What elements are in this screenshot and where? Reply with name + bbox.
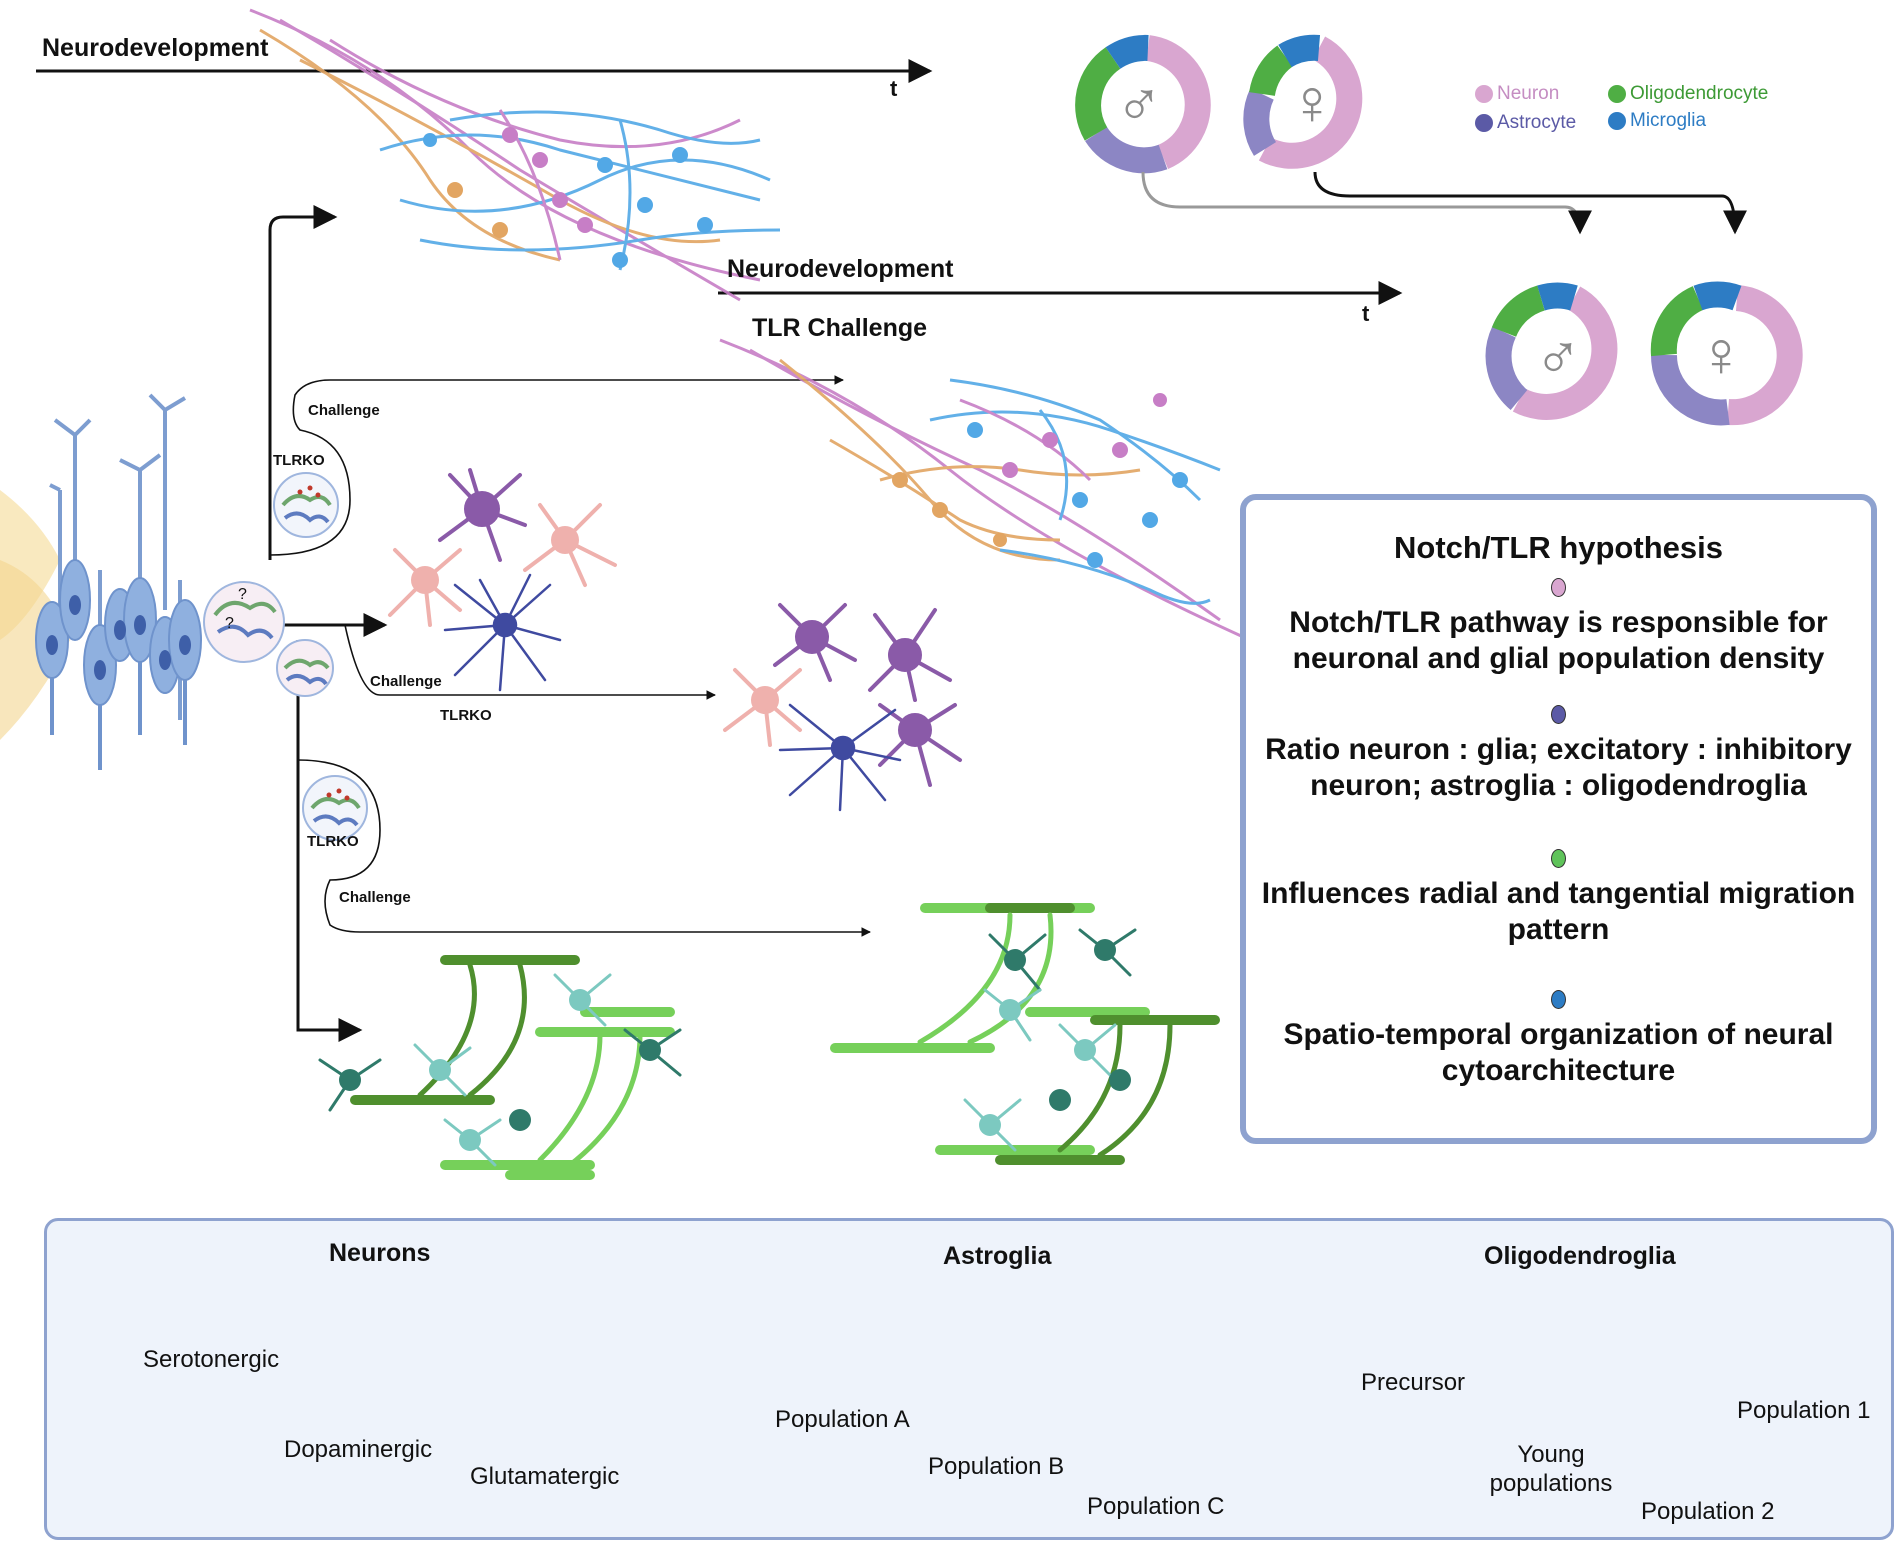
female-symbol-bottom: ♀ <box>1697 318 1745 390</box>
male-symbol-bottom: ♂ <box>1534 321 1582 393</box>
neuron-network-top <box>249 8 781 302</box>
hypothesis-item-2: Ratio neuron : glia; excitatory : inhibi… <box>1246 705 1871 804</box>
legend-neuron-label: Neuron <box>1497 83 1560 104</box>
neuron-somas-top <box>423 127 713 268</box>
female-symbol-top: ♀ <box>1288 66 1336 138</box>
branch-tlrko-3: TLRKO <box>307 833 359 850</box>
top-axis-title: Neurodevelopment <box>42 34 269 62</box>
legend-serotonergic-label: Serotonergic <box>143 1346 280 1373</box>
legend-astroglia-title: Astroglia <box>943 1242 1052 1270</box>
branch-arrows <box>268 205 388 1042</box>
middle-axis-title: Neurodevelopment <box>727 255 954 283</box>
middle-axis-t-label: t <box>1362 301 1370 326</box>
receptor-icon-main <box>203 581 285 663</box>
legend-population-b-label: Population B <box>928 1453 1065 1480</box>
male-symbol-top: ♂ <box>1115 68 1163 140</box>
hypothesis-item-4: Spatio-temporal organization of neural c… <box>1246 990 1871 1089</box>
cell-type-legend <box>44 1218 1894 1540</box>
hypothesis-item-1: Notch/TLR pathway is responsible for neu… <box>1246 578 1871 677</box>
tlr-challenge-label: TLR Challenge <box>752 314 928 342</box>
receptor-icon-top <box>273 472 339 538</box>
astrocytes-upper <box>388 468 617 692</box>
branch-challenge-3: Challenge <box>339 889 411 906</box>
hypothesis-dot-3 <box>1551 849 1566 868</box>
hypothesis-title: Notch/TLR hypothesis <box>1394 530 1723 565</box>
question-mark-2: ? <box>225 615 234 632</box>
legend-microglia-label: Microglia <box>1630 110 1707 131</box>
donut-male-bottom <box>1485 282 1618 420</box>
legend-astrocyte-label: Astrocyte <box>1497 112 1577 133</box>
legend-neurons-title: Neurons <box>329 1239 431 1267</box>
hypothesis-dot-1 <box>1551 578 1566 597</box>
branch-tlrko-2: TLRKO <box>440 707 492 724</box>
challenge-arrows <box>269 375 871 937</box>
branch-tlrko-1: TLRKO <box>273 452 325 469</box>
radial-glia-cluster <box>0 393 202 770</box>
hypothesis-dot-2 <box>1551 705 1566 724</box>
legend-young-populations-label: Young populations <box>1489 1441 1613 1497</box>
branch-challenge-1: Challenge <box>308 402 380 419</box>
donut-female-bottom <box>1650 281 1803 426</box>
question-mark-1: ? <box>238 586 247 603</box>
donut-female-top <box>1243 34 1363 169</box>
legend-glutamatergic-label: Glutamatergic <box>470 1463 620 1490</box>
hypothesis-item-3: Influences radial and tangential migrati… <box>1246 849 1871 948</box>
astrocytes-middle <box>723 603 962 812</box>
oligodendroglia-cluster-left <box>318 955 682 1180</box>
legend-population-2-label: Population 2 <box>1641 1498 1775 1525</box>
hypothesis-box: Notch/TLR hypothesis Notch/TLR pathway i… <box>1240 494 1877 1144</box>
donut-male-top <box>1075 34 1211 174</box>
hypothesis-text-2: Ratio neuron : glia; excitatory : inhibi… <box>1265 733 1852 802</box>
receptor-icon-middle <box>276 639 334 697</box>
legend-oligodendroglia-title: Oligodendroglia <box>1484 1242 1676 1270</box>
legend-oligodendrocyte-label: Oligodendrocyte <box>1630 83 1769 104</box>
legend-dopaminergic-label: Dopaminergic <box>284 1436 433 1463</box>
legend-population-a-label: Population A <box>775 1406 910 1433</box>
legend-precursor-label: Precursor <box>1361 1369 1466 1396</box>
neuron-network-middle <box>719 338 1251 642</box>
hypothesis-text-4: Spatio-temporal organization of neural c… <box>1283 1018 1834 1087</box>
neuron-somas-middle <box>892 393 1188 568</box>
oligodendroglia-cluster-right <box>830 903 1220 1165</box>
donut-legend-dots <box>1475 85 1626 132</box>
branch-challenge-2: Challenge <box>370 673 442 690</box>
legend-population-1-label: Population 1 <box>1737 1397 1871 1424</box>
hypothesis-dot-4 <box>1551 990 1566 1009</box>
donut-connectors <box>1141 171 1747 235</box>
hypothesis-text-1: Notch/TLR pathway is responsible for neu… <box>1289 606 1828 675</box>
legend-population-c-label: Population C <box>1087 1493 1225 1520</box>
top-axis-t-label: t <box>890 76 898 101</box>
receptor-icon-bottom <box>302 775 368 841</box>
hypothesis-text-3: Influences radial and tangential migrati… <box>1261 877 1856 946</box>
